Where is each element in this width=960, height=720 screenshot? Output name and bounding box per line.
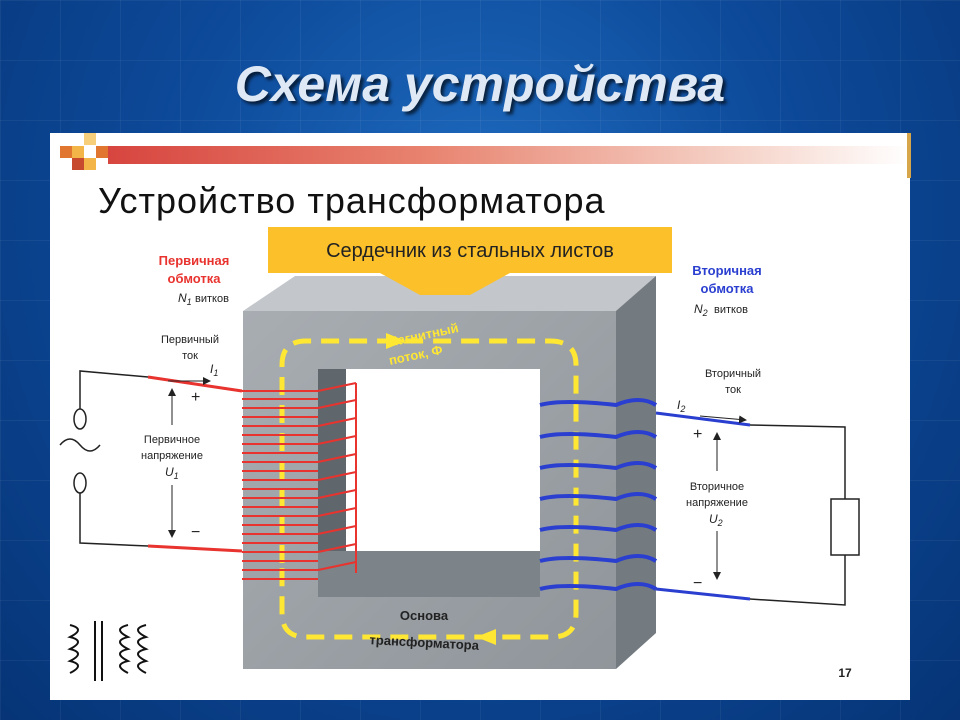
primary-winding-line2: обмотка — [168, 271, 222, 286]
primary-n-sub: 1 — [187, 297, 192, 307]
slide-title: Схема устройства — [234, 56, 726, 112]
primary-current-line1: Первичный — [161, 334, 219, 346]
secondary-voltage-line2: напряжение — [686, 497, 748, 509]
load-resistor — [749, 424, 860, 606]
primary-current-line2: ток — [182, 350, 198, 362]
deco-square — [72, 158, 84, 170]
svg-text:I2: I2 — [677, 398, 685, 414]
primary-lead-bottom — [147, 544, 243, 553]
primary-n-text: витков — [195, 293, 229, 305]
deco-square — [96, 146, 108, 158]
primary-n-symbol: N — [178, 291, 187, 305]
primary-winding-line1: Первичная — [159, 253, 230, 268]
primary-winding — [242, 382, 357, 580]
primary-voltage-line2: напряжение — [141, 450, 203, 462]
core-label: Сердечник из стальных листов — [326, 240, 614, 262]
secondary-current-arrow — [699, 415, 747, 424]
magnetic-flux-path — [279, 338, 579, 640]
diagram-heading: Устройство трансформатора — [98, 180, 606, 221]
primary-voltage-symbol: U — [165, 465, 174, 479]
secondary-plus: + — [693, 426, 702, 443]
secondary-voltage-symbol: U — [709, 512, 718, 526]
deco-square — [84, 133, 96, 145]
secondary-voltage-sub: 2 — [717, 518, 723, 528]
primary-voltage-line1: Первичное — [144, 434, 200, 446]
secondary-current-line2: ток — [725, 384, 741, 396]
svg-text:N1: N1 — [178, 291, 192, 307]
deco-square — [84, 158, 96, 170]
base-line1: Основа — [400, 608, 449, 623]
secondary-current-line1: Вторичный — [705, 368, 761, 380]
svg-text:U2: U2 — [709, 512, 723, 528]
panel-gold-edge — [907, 133, 911, 178]
secondary-n-text: витков — [714, 304, 748, 316]
transformer-diagram: Устройство трансформатора Сердечник из с… — [59, 180, 860, 681]
core-label-arrow — [380, 273, 510, 295]
primary-voltage-sub: 1 — [174, 471, 179, 481]
primary-current-symbol: I — [210, 362, 214, 376]
secondary-lead-top — [655, 411, 751, 427]
transformer-symbol-icon — [67, 621, 149, 681]
flux-arrow — [386, 333, 406, 349]
ac-source — [59, 370, 149, 547]
secondary-n-sub: 2 — [702, 308, 708, 318]
deco-square — [60, 146, 72, 158]
secondary-winding-line1: Вторичная — [692, 263, 762, 278]
svg-text:N2: N2 — [694, 302, 708, 318]
panel-stripe — [108, 146, 910, 164]
secondary-current-sub: 2 — [679, 404, 685, 414]
svg-text:I1: I1 — [210, 362, 218, 378]
core-label-box — [268, 227, 672, 273]
primary-plus: + — [191, 389, 200, 406]
secondary-minus: − — [693, 575, 702, 592]
primary-minus: − — [191, 524, 200, 541]
primary-lead-top — [147, 375, 243, 393]
svg-text:U1: U1 — [165, 465, 179, 481]
secondary-current-symbol: I — [677, 398, 681, 412]
page-number: 17 — [838, 666, 852, 680]
flux-arrow — [476, 629, 496, 645]
base-line2: трансформатора — [369, 632, 480, 653]
secondary-winding-line2: обмотка — [701, 281, 755, 296]
deco-square — [72, 146, 84, 158]
primary-current-sub: 1 — [213, 368, 218, 378]
secondary-lead-bottom — [655, 587, 751, 601]
secondary-winding — [539, 398, 658, 592]
secondary-n-symbol: N — [694, 302, 703, 316]
secondary-voltage-line1: Вторичное — [690, 481, 744, 493]
